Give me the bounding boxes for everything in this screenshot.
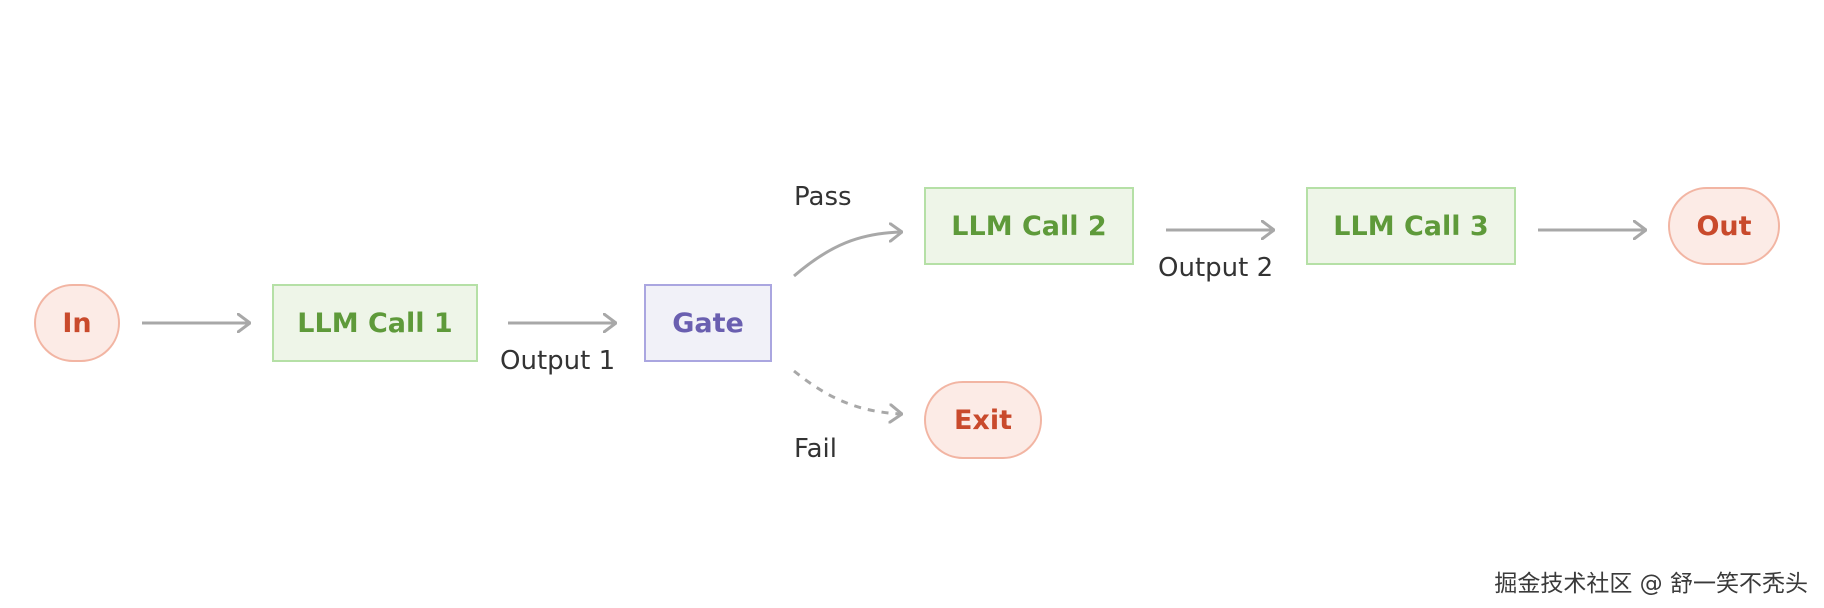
arrow-gate-to-exit — [793, 369, 902, 414]
node-gate: Gate — [644, 284, 772, 362]
node-llm-call-2: LLM Call 2 — [924, 187, 1134, 265]
node-llm-call-1: LLM Call 1 — [272, 284, 478, 362]
node-out-label: Out — [1696, 210, 1752, 242]
node-exit-label: Exit — [953, 404, 1013, 436]
node-gate-label: Gate — [672, 307, 744, 339]
node-llm-call-1-label: LLM Call 1 — [297, 307, 453, 339]
node-llm-call-3: LLM Call 3 — [1306, 187, 1516, 265]
edge-label-output-2: Output 2 — [1158, 253, 1274, 283]
node-out: Out — [1668, 187, 1780, 265]
node-in-label: In — [62, 307, 92, 339]
node-llm-call-2-label: LLM Call 2 — [951, 210, 1107, 242]
node-llm-call-3-label: LLM Call 3 — [1333, 210, 1489, 242]
watermark-text: 掘金技术社区 @ 舒一笑不秃头 — [1494, 571, 1808, 597]
edge-label-output-1: Output 1 — [500, 346, 616, 376]
arrow-gate-to-llm2 — [793, 232, 902, 278]
node-exit: Exit — [924, 381, 1042, 459]
edge-label-pass: Pass — [794, 182, 852, 212]
node-in: In — [34, 284, 120, 362]
edge-label-fail: Fail — [794, 434, 837, 464]
